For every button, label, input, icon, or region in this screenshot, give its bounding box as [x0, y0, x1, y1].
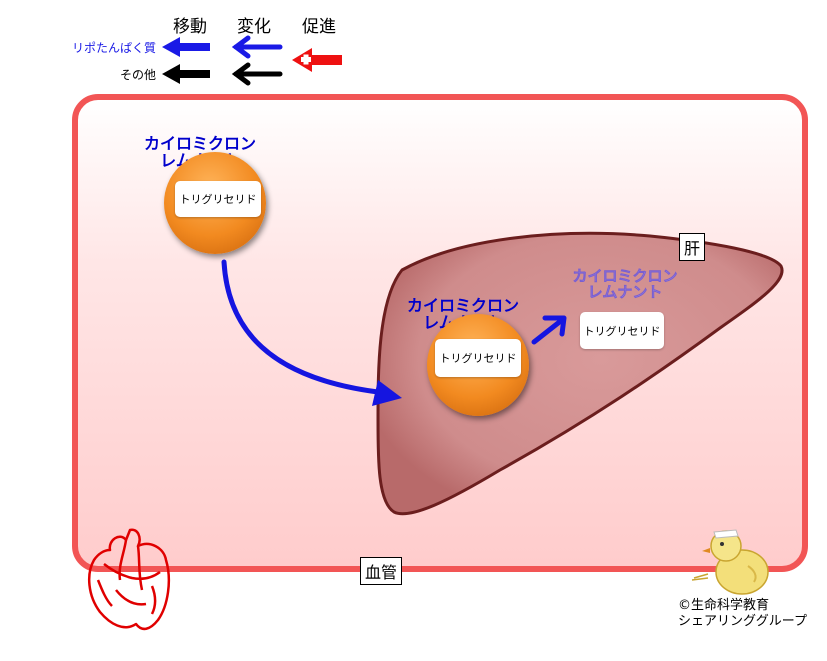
remnant-title-line2: レムナント [587, 283, 663, 301]
legend-header-move: 移動 [173, 17, 207, 37]
triglyceride-box-blood: トリグリセリド [175, 181, 261, 217]
chick-icon [691, 529, 769, 595]
legend-change-arrow-black [231, 62, 283, 86]
triglyceride-box-liver: トリグリセリド [435, 339, 521, 377]
legend-header-change: 変化 [237, 17, 271, 37]
remnant-title-degraded: カイロミクロン レムナント [545, 267, 705, 301]
legend-promote-arrow [292, 48, 342, 72]
remnant-title-line1: カイロミクロン [406, 296, 519, 315]
vessel-label: 血管 [360, 557, 403, 585]
credit-line1: ©生命科学教育 [678, 598, 770, 613]
legend-change-arrow-blue [231, 35, 283, 59]
remnant-title-line1: カイロミクロン [143, 134, 256, 153]
legend-label-lipoprotein: リポたんぱく質 [71, 41, 156, 55]
triglyceride-box-released: トリグリセリド [580, 312, 664, 349]
legend-move-arrow-black [162, 64, 210, 84]
legend-header-promote: 促進 [302, 17, 336, 37]
liver-label: 肝 [679, 233, 706, 261]
heart-icon [87, 528, 171, 631]
legend-label-other: その他 [119, 68, 156, 82]
legend-move-arrow-blue [162, 37, 210, 57]
remnant-title-line1: カイロミクロン [572, 267, 678, 285]
credit-line2: シェアリンググループ [678, 614, 807, 629]
credit: ©生命科学教育 シェアリンググループ [678, 598, 807, 630]
